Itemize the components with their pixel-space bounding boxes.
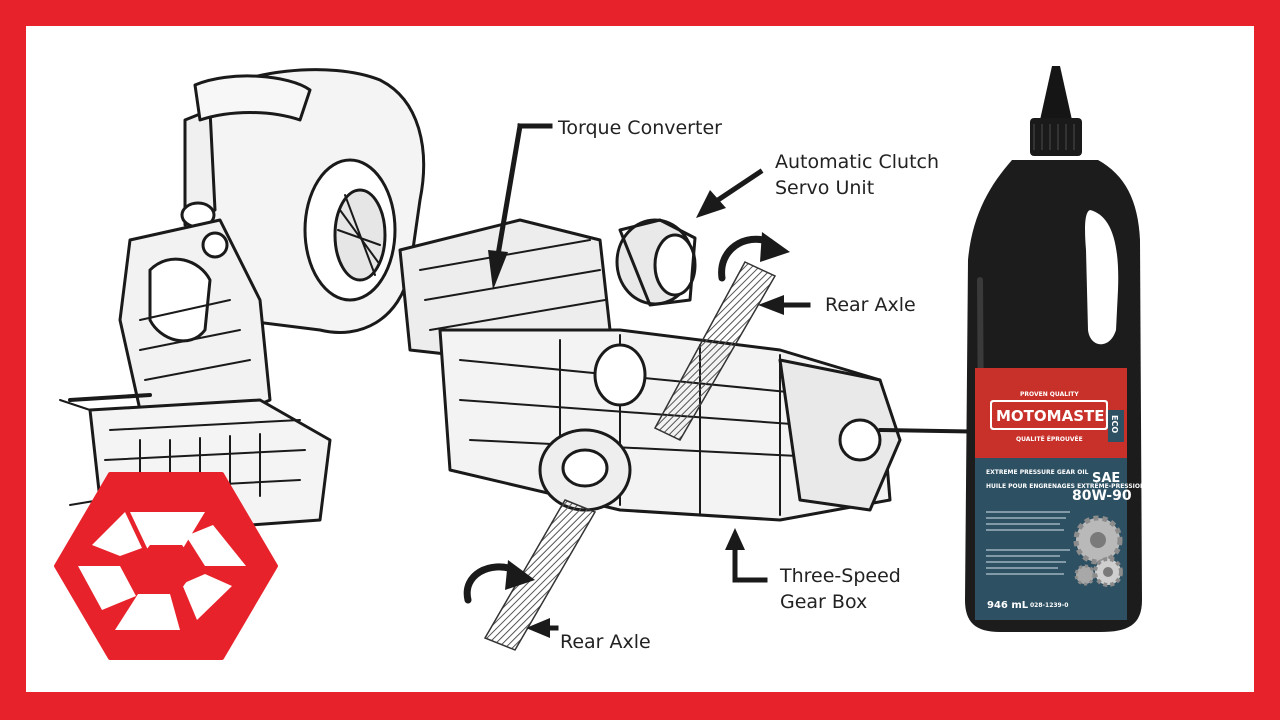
label-gear-box: Gear Box [780, 591, 867, 613]
bottle-product-en: EXTREME PRESSURE GEAR OIL [986, 469, 1089, 476]
label-rear-axle-top: Rear Axle [825, 294, 916, 316]
rear-axle-shaft-upper [653, 261, 777, 441]
label-rear-axle-bottom: Rear Axle [560, 631, 651, 653]
thumbnail-canvas: Torque Converter Automatic Clutch Servo … [26, 26, 1254, 692]
bottle-product-fr: HUILE POUR ENGRENAGES EXTRÊME-PRESSION [986, 482, 1145, 490]
label-servo-unit: Servo Unit [775, 177, 874, 199]
bottle-sku: 028-1239-0 [1030, 602, 1068, 609]
rotation-arrow-upper-icon [718, 232, 790, 282]
bottle-grade: 80W-90 [1072, 488, 1132, 504]
gear-icon [1073, 515, 1123, 587]
bottle-grade-prefix: SAE [1092, 471, 1120, 486]
rear-axle-shaft-lower [483, 499, 597, 651]
rotation-arrow-lower-icon [463, 560, 535, 604]
bottle-brand-small-top: PROVEN QUALITY [1020, 391, 1079, 398]
leader-lines [488, 123, 811, 638]
hexagon-shutter-logo-icon [54, 472, 278, 660]
label-torque-converter: Torque Converter [557, 117, 722, 139]
label-automatic-clutch: Automatic Clutch [775, 151, 939, 173]
bottle-eco-tag: ECO [1110, 415, 1119, 433]
bottle-fine-print [986, 511, 1070, 575]
bottle-volume: 946 mL [987, 600, 1029, 611]
gear-oil-bottle: MOTOMASTER PROVEN QUALITY QUALITÉ ÉPROUV… [965, 66, 1145, 632]
diagram-svg: Torque Converter Automatic Clutch Servo … [54, 66, 1145, 660]
bottle-brand: MOTOMASTER [996, 407, 1116, 425]
bottle-brand-small-bottom: QUALITÉ ÉPROUVÉE [1016, 435, 1083, 443]
label-three-speed: Three-Speed [779, 565, 901, 587]
